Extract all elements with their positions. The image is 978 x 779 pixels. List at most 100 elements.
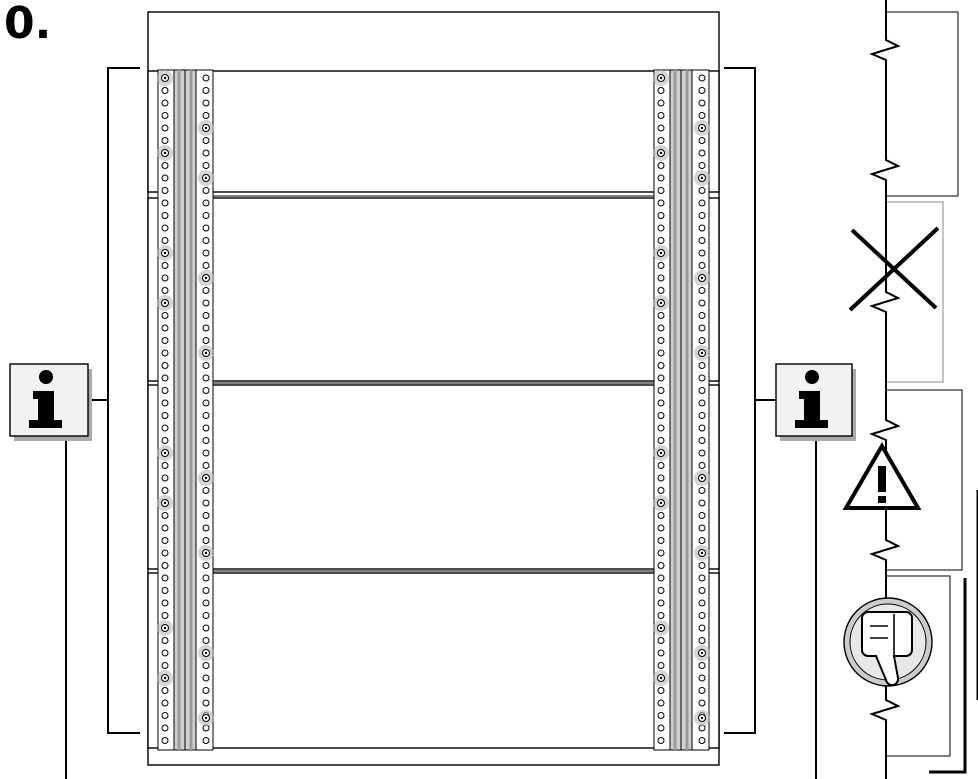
rail-hole — [698, 224, 706, 232]
rail-hole — [657, 662, 665, 669]
screw-center — [700, 176, 704, 180]
rail-hole — [657, 312, 665, 319]
rail-hole — [161, 212, 169, 219]
rail-hole — [161, 387, 169, 394]
rail-hole — [657, 162, 665, 169]
screw-center — [204, 716, 208, 720]
rail-hole — [202, 424, 210, 432]
screw-center — [163, 76, 167, 80]
rail-hole — [161, 437, 169, 444]
rail-hole — [202, 524, 210, 532]
screw-center — [700, 716, 704, 720]
rail-hole — [161, 699, 169, 707]
rail-hole — [202, 199, 210, 207]
screw-center — [163, 151, 167, 155]
rail-hole — [202, 674, 210, 682]
panel-stack — [147, 70, 720, 749]
rail-hole — [698, 387, 706, 394]
rail-hole — [202, 437, 210, 444]
rail-hole — [698, 499, 706, 507]
rail-hole — [202, 462, 210, 469]
screw-center — [659, 301, 663, 305]
rail-hole — [698, 412, 706, 419]
rail-hole — [657, 637, 665, 644]
rail-hole — [698, 699, 706, 707]
rail-hole — [161, 649, 169, 657]
rail-hole — [657, 562, 665, 569]
panel — [147, 384, 720, 570]
rail-hole — [657, 699, 665, 707]
rail-hole — [657, 524, 665, 532]
rail-hole — [202, 249, 210, 257]
rail-hole — [161, 174, 169, 182]
rail-hole — [698, 674, 706, 682]
rail-hole — [161, 399, 169, 407]
rail-hole — [161, 124, 169, 132]
rail-hole — [202, 574, 210, 582]
rail-hole — [202, 362, 210, 369]
rail-hole — [698, 237, 706, 244]
rail-hole — [657, 687, 665, 694]
rail-hole — [161, 724, 169, 732]
rail-hole — [161, 199, 169, 207]
screw-center — [700, 476, 704, 480]
rail-hole — [657, 649, 665, 657]
rail-hole — [698, 262, 706, 269]
rail-hole — [657, 337, 665, 344]
rail-hole — [202, 287, 210, 294]
rail-hole — [202, 412, 210, 419]
rail-hole — [698, 374, 706, 382]
rail-hole — [657, 349, 665, 357]
rail-hole — [698, 599, 706, 607]
rail-hole — [161, 599, 169, 607]
rail-hole — [202, 149, 210, 157]
rail-hole — [657, 224, 665, 232]
rail-hole — [657, 537, 665, 544]
rail-hole — [161, 587, 169, 594]
rail-hole — [657, 199, 665, 207]
rail-hole — [698, 287, 706, 294]
left-mounting-rail — [157, 69, 214, 751]
screw-center — [204, 476, 208, 480]
rail-hole — [161, 512, 169, 519]
rail-hole — [202, 212, 210, 219]
rail-hole — [698, 74, 706, 82]
rail-hole — [657, 724, 665, 732]
rail-hole — [657, 87, 665, 94]
rail-hole — [161, 274, 169, 282]
rail-hole — [161, 574, 169, 582]
rail-hole — [698, 312, 706, 319]
rail-hole — [657, 612, 665, 619]
panel — [147, 70, 720, 193]
rail-hole — [202, 312, 210, 319]
rail-hole — [161, 99, 169, 107]
rail-hole — [698, 149, 706, 157]
rail-hole — [657, 187, 665, 194]
rail-hole — [202, 512, 210, 519]
rail-hole — [161, 524, 169, 532]
rail-hole — [202, 562, 210, 569]
rail-hole — [657, 587, 665, 594]
rail-hole — [657, 112, 665, 119]
rail-hole — [161, 562, 169, 569]
rail-hole — [698, 249, 706, 257]
rail-hole — [202, 237, 210, 244]
left-bracket — [107, 67, 140, 734]
rail-hole — [698, 162, 706, 169]
rail-hole — [698, 574, 706, 582]
rail-hole — [698, 299, 706, 307]
rail-hole — [698, 537, 706, 544]
rail-hole — [202, 487, 210, 494]
rail-hole — [657, 262, 665, 269]
rail-hole — [698, 637, 706, 644]
rail-hole — [202, 537, 210, 544]
rail-hole — [161, 137, 169, 144]
rail-hole — [657, 737, 665, 744]
screw-center — [204, 176, 208, 180]
rail-hole — [161, 637, 169, 644]
rail-hole — [698, 337, 706, 344]
rail-hole — [161, 262, 169, 269]
rail-hole — [698, 624, 706, 632]
rail-hole — [202, 599, 210, 607]
rail-hole — [698, 199, 706, 207]
